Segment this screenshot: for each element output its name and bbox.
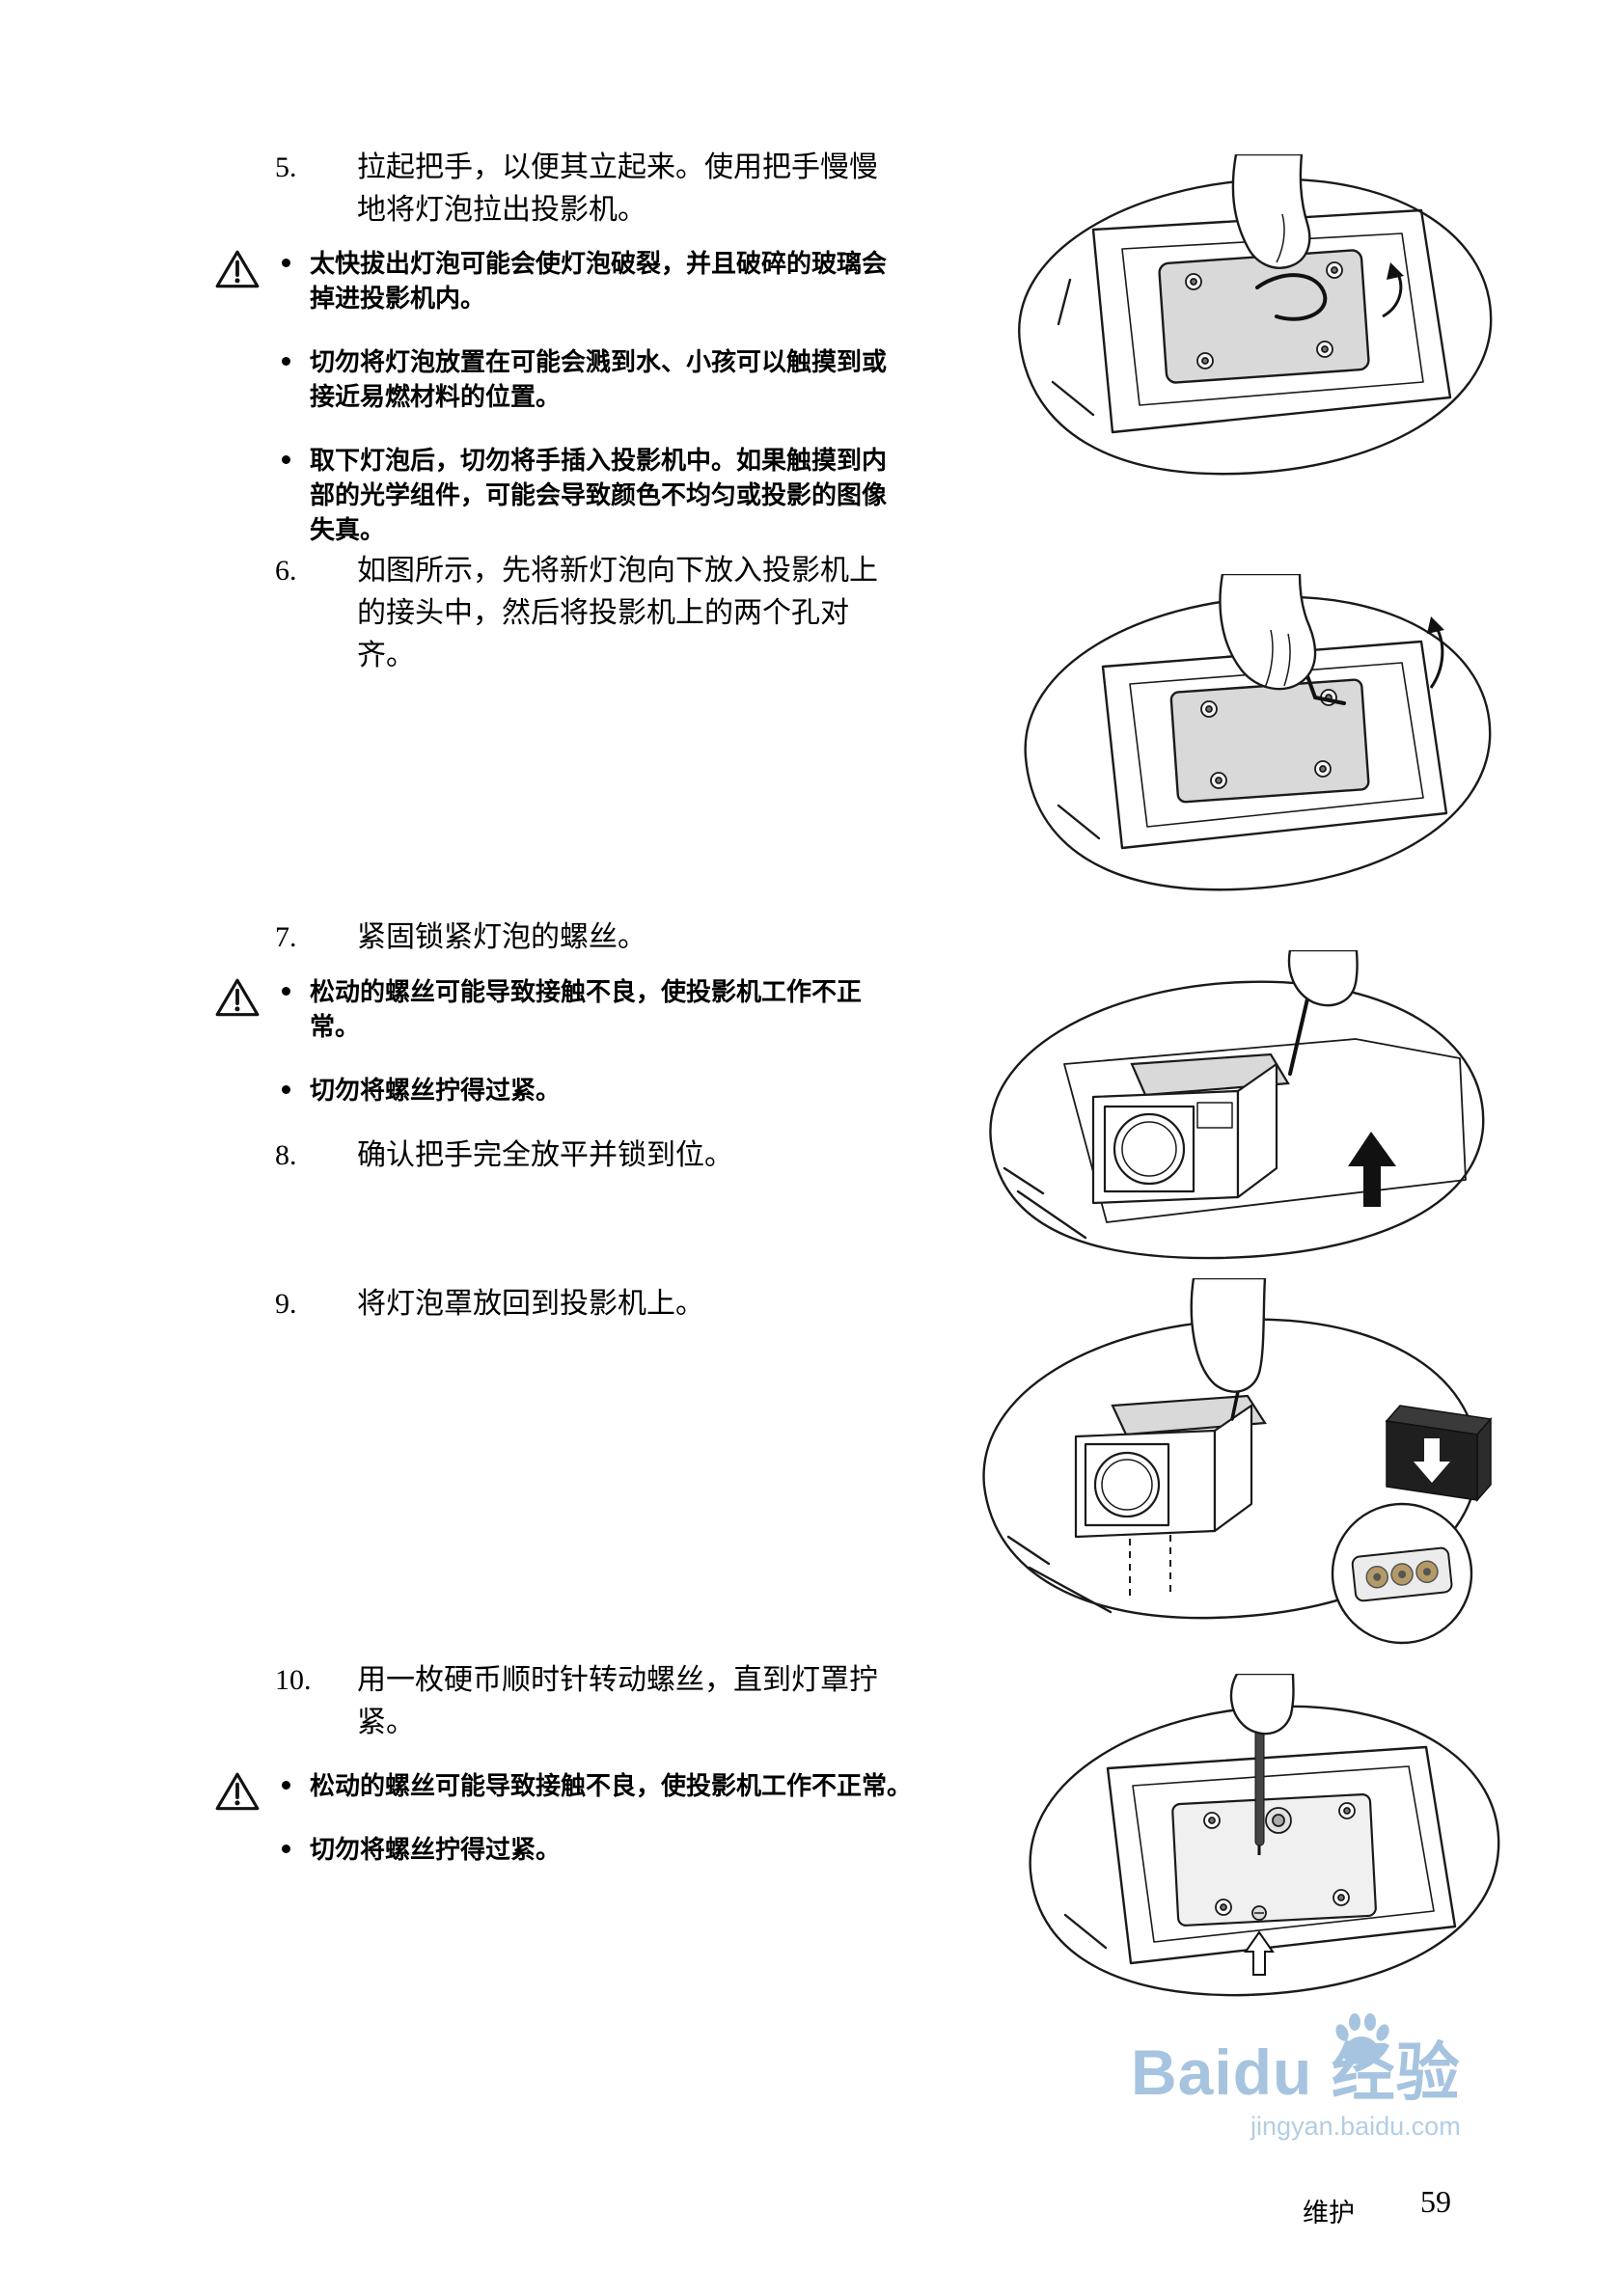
warning-text: 切勿将螺丝拧得过紧。	[310, 1835, 562, 1864]
footer-section-label: 维护	[1303, 2199, 1355, 2228]
warning-text: 松动的螺丝可能导致接触不良，使投影机工作不正常。	[310, 1771, 913, 1800]
warning-block-2: 松动的螺丝可能导致接触不良，使投影机工作不正常。 切勿将螺丝拧得过紧。	[214, 974, 867, 1107]
warning-triangle-icon	[214, 976, 261, 1019]
warning-triangle-icon	[214, 1770, 261, 1813]
warning-list: 太快拔出灯泡可能会使灯泡破裂，并且破碎的玻璃会掉进投影机内。 切勿将灯泡放置在可…	[276, 246, 900, 547]
step-10: 10. 用一枚硬币顺时针转动螺丝，直到灯罩拧紧。	[275, 1659, 897, 1744]
warning-text: 取下灯泡后，切勿将手插入投影机中。如果触摸到内部的光学组件，可能会导致颜色不均匀…	[310, 446, 888, 544]
warning-triangle-icon	[214, 248, 261, 290]
baidu-logo: Baidu 经验	[1131, 2013, 1461, 2108]
step-6: 6. 如图所示，先将新灯泡向下放入投影机上的接头中，然后将投影机上的两个孔对齐。	[275, 550, 897, 677]
bullet-icon	[282, 1085, 290, 1094]
step-text: 紧固锁紧灯泡的螺丝。	[357, 921, 646, 953]
warning-item: 松动的螺丝可能导致接触不良，使投影机工作不正常。	[276, 974, 867, 1044]
bullet-icon	[282, 455, 290, 464]
baidu-watermark-url: jingyan.baidu.com	[1250, 2111, 1461, 2141]
warning-list: 松动的螺丝可能导致接触不良，使投影机工作不正常。 切勿将螺丝拧得过紧。	[276, 974, 867, 1107]
step-number: 6.	[275, 555, 297, 587]
figure-replace-lamp-cover	[941, 1278, 1515, 1654]
warning-text: 切勿将灯泡放置在可能会溅到水、小孩可以触摸到或接近易燃材料的位置。	[310, 347, 888, 411]
figure-tighten-lamp-screws	[950, 950, 1515, 1269]
warning-item: 切勿将灯泡放置在可能会溅到水、小孩可以触摸到或接近易燃材料的位置。	[276, 344, 900, 414]
figure-tighten-cover-screw	[984, 1674, 1510, 2021]
bullet-icon	[282, 357, 290, 366]
step-number: 5.	[275, 151, 297, 183]
warning-item: 太快拔出灯泡可能会使灯泡破裂，并且破碎的玻璃会掉进投影机内。	[276, 246, 900, 315]
warning-item: 切勿将螺丝拧得过紧。	[276, 1073, 867, 1107]
baidu-logo-text: Baidu	[1131, 2036, 1313, 2108]
bullet-icon	[282, 987, 290, 996]
step-text: 用一枚硬币顺时针转动螺丝，直到灯罩拧紧。	[357, 1664, 878, 1738]
step-text: 如图所示，先将新灯泡向下放入投影机上的接头中，然后将投影机上的两个孔对齐。	[357, 555, 878, 671]
baidu-paw-icon	[1332, 2009, 1391, 2064]
warning-text: 切勿将螺丝拧得过紧。	[310, 1076, 562, 1105]
step-7: 7. 紧固锁紧灯泡的螺丝。	[275, 916, 897, 959]
step-text: 确认把手完全放平并锁到位。	[357, 1139, 733, 1171]
warning-list: 松动的螺丝可能导致接触不良，使投影机工作不正常。 切勿将螺丝拧得过紧。	[276, 1768, 985, 1867]
warning-text: 松动的螺丝可能导致接触不良，使投影机工作不正常。	[310, 977, 863, 1041]
step-number: 9.	[275, 1288, 297, 1320]
warning-block-3: 松动的螺丝可能导致接触不良，使投影机工作不正常。 切勿将螺丝拧得过紧。	[214, 1768, 985, 1867]
figure-pull-lamp-out	[970, 154, 1510, 487]
step-number: 7.	[275, 921, 297, 953]
bullet-icon	[282, 1781, 290, 1790]
step-8: 8. 确认把手完全放平并锁到位。	[275, 1134, 897, 1177]
warning-item: 取下灯泡后，切勿将手插入投影机中。如果触摸到内部的光学组件，可能会导致颜色不均匀…	[276, 443, 900, 547]
warning-item: 松动的螺丝可能导致接触不良，使投影机工作不正常。	[276, 1768, 985, 1803]
bullet-icon	[282, 259, 290, 267]
step-number: 10.	[275, 1664, 312, 1696]
warning-block-1: 太快拔出灯泡可能会使灯泡破裂，并且破碎的玻璃会掉进投影机内。 切勿将灯泡放置在可…	[214, 246, 900, 547]
figure-insert-new-lamp	[970, 574, 1510, 902]
bullet-icon	[282, 1845, 290, 1853]
step-number: 8.	[275, 1139, 297, 1171]
step-text: 拉起把手，以便其立起来。使用把手慢慢地将灯泡拉出投影机。	[357, 151, 878, 226]
baidu-watermark: Baidu 经验 jingyan.baidu.com	[1131, 2013, 1461, 2142]
warning-item: 切勿将螺丝拧得过紧。	[276, 1832, 985, 1867]
step-text: 将灯泡罩放回到投影机上。	[357, 1288, 704, 1320]
step-9: 9. 将灯泡罩放回到投影机上。	[275, 1283, 897, 1326]
step-5: 5. 拉起把手，以便其立起来。使用把手慢慢地将灯泡拉出投影机。	[275, 147, 897, 232]
warning-text: 太快拔出灯泡可能会使灯泡破裂，并且破碎的玻璃会掉进投影机内。	[310, 249, 888, 313]
footer-page-number: 59	[1420, 2184, 1451, 2219]
